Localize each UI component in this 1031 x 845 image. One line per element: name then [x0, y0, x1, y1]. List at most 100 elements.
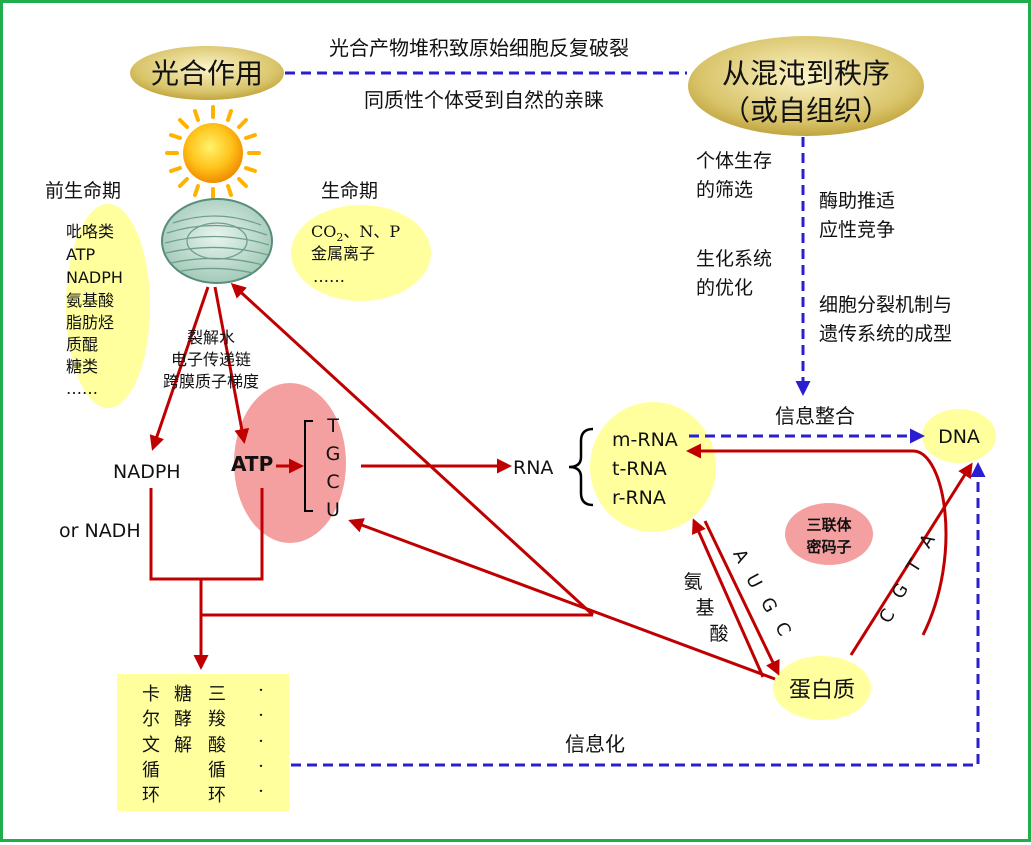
nadh-label: or NADH [59, 520, 141, 542]
base-letter: G [326, 443, 341, 465]
base-letter: T [902, 555, 927, 577]
informatization-label: 信息化 [565, 732, 625, 756]
trna-label: t-RNA [612, 458, 667, 480]
cycle-char: 环 [208, 785, 226, 806]
cycle-char: · [258, 680, 264, 701]
codon-bubble [785, 503, 873, 565]
survival-line2: 的筛选 [696, 179, 753, 201]
cycle-char: 解 [174, 735, 192, 756]
top-label-line2: 同质性个体受到自然的亲睐 [364, 88, 604, 112]
protein-label: 蛋白质 [789, 678, 855, 703]
codon-line1: 三联体 [806, 516, 852, 534]
life-co2-line: CO2、N、P [311, 222, 400, 244]
list-item: 质醌 [66, 335, 98, 354]
cycle-char: · [258, 781, 264, 802]
diagram-canvas: 光合作用 从混沌到秩序 （或自组织） 光合产物堆积致原始细胞反复破裂 同质性个体… [45, 36, 996, 811]
arrow-chloro-to-atp [213, 286, 250, 444]
cycle-char: 文 [142, 735, 160, 756]
red-arrows [149, 282, 973, 681]
dna-label: DNA [938, 426, 980, 448]
life-etc: …… [313, 267, 345, 286]
blue-dashed-arrows [285, 71, 986, 767]
cycles-grid: 卡 糖 三 · 尔 酵 羧 · 文 解 酸 · 循 循 · 环 环 · [142, 680, 264, 806]
list-item: 脂肪烃 [66, 313, 114, 332]
center-label-electron-chain: 电子传递链 [171, 350, 251, 369]
cycle-char: 酸 [208, 735, 226, 756]
cycle-char: 循 [208, 760, 226, 781]
dna-bubble [922, 409, 996, 463]
enzyme-line1: 酶助推适 [819, 190, 895, 212]
cycle-char: · [258, 756, 264, 777]
cycle-connector-lines [149, 488, 264, 581]
atgc-letters: A T G C [875, 530, 940, 627]
division-line1: 细胞分裂机制与 [819, 294, 952, 316]
atp-label: ATP [231, 452, 273, 476]
arrow-dna-to-mrna [686, 443, 948, 636]
center-label-proton-gradient: 跨膜质子梯度 [163, 372, 259, 391]
sun-icon [165, 105, 261, 201]
list-item: …… [66, 379, 98, 398]
amino-acid-char: 酸 [709, 623, 728, 645]
life-bubble [291, 205, 431, 301]
list-item: ATP [66, 245, 95, 264]
mrna-label: m-RNA [612, 429, 678, 451]
tgcu-stack: T G C U [326, 415, 341, 521]
dashed-cycles-to-dna [291, 462, 986, 767]
cycles-box [117, 674, 289, 811]
photosynthesis-label: 光合作用 [151, 57, 263, 90]
amino-acid-char: 氨 [683, 571, 702, 593]
cycle-char: 糖 [174, 684, 192, 705]
list-item: 糖类 [66, 357, 98, 376]
center-label-water-splitting: 裂解水 [187, 328, 235, 347]
rna-brace [568, 427, 594, 507]
arrow-protein-to-dna [849, 462, 973, 656]
tgcu-bracket [304, 420, 313, 512]
biochem-line2: 的优化 [696, 277, 753, 299]
base-letter: C [326, 471, 339, 493]
cycle-char: 环 [142, 785, 160, 806]
arrow-protein-to-mrna [691, 518, 765, 678]
info-integration-label: 信息整合 [775, 404, 855, 428]
arrow-protein-to-tgcu [348, 518, 776, 681]
list-item: 吡咯类 [66, 222, 114, 241]
cycle-char: · [258, 705, 264, 726]
rrna-label: r-RNA [612, 487, 666, 509]
rna-bubble [590, 402, 716, 532]
prebiotic-list: 吡咯类 ATP NADPH 氨基酸 脂肪烃 质醌 糖类 …… [66, 222, 123, 398]
base-letter: A [728, 546, 753, 567]
list-item: NADPH [66, 268, 123, 287]
amino-acid-label: 氨 基 酸 [683, 571, 728, 645]
base-letter: T [326, 415, 339, 437]
life-title: 生命期 [321, 180, 378, 202]
life-metals: 金属离子 [311, 244, 375, 263]
arrow-mrna-to-protein [703, 520, 780, 676]
base-letter: U [326, 499, 340, 521]
cycle-char: 循 [142, 760, 160, 781]
order-label-line2: （或自组织） [722, 94, 890, 127]
order-label-line1: 从混沌到秩序 [722, 57, 890, 90]
top-label-line1: 光合产物堆积致原始细胞反复破裂 [329, 36, 629, 60]
base-letter: C [770, 619, 794, 640]
arrow-chloro-to-nadph [149, 286, 210, 451]
base-letter: C [875, 605, 899, 627]
arrow-back-to-chloroplast [230, 282, 595, 617]
rna-label: RNA [513, 457, 553, 479]
biochem-line1: 生化系统 [696, 248, 772, 270]
protein-bubble [773, 656, 871, 720]
cycle-char: 羧 [208, 709, 226, 730]
cycle-char: 尔 [142, 709, 160, 730]
division-line2: 遗传系统的成型 [819, 323, 952, 345]
prebiotic-bubble [66, 204, 150, 408]
base-letter: G [888, 580, 913, 603]
enzyme-line2: 应性竞争 [819, 219, 895, 241]
nadph-label: NADPH [113, 461, 181, 483]
cycle-char: 卡 [142, 684, 160, 705]
base-letter: U [741, 570, 766, 592]
photosynthesis-bubble [130, 46, 284, 100]
list-item: 氨基酸 [66, 291, 114, 310]
cycle-char: · [258, 731, 264, 752]
base-letter: G [756, 594, 781, 616]
amino-acid-char: 基 [695, 597, 714, 619]
survival-line1: 个体生存 [696, 150, 772, 172]
